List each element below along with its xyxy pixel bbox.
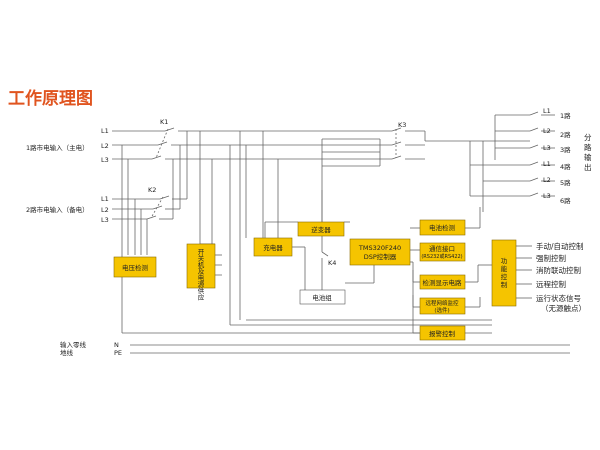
detect-display-label: 检测显示电路 (423, 278, 463, 287)
charger-label: 充电器 (263, 243, 283, 252)
function-item-remote: 远程控制 (536, 279, 566, 289)
function-item-status: 运行状态信号 (536, 293, 581, 303)
out-l3-3: L3 (543, 144, 551, 152)
neutral-code: N (114, 341, 119, 349)
switch-power-label-char: 供 (198, 286, 205, 295)
charger-box (253, 237, 293, 257)
route-5: 5路 (560, 178, 571, 187)
in1-l1: L1 (101, 127, 109, 135)
wiring (112, 111, 555, 334)
output-title-char-1: 分 (584, 133, 592, 142)
route-3: 3路 (560, 145, 571, 154)
output-title-char-3: 输 (584, 152, 592, 162)
remote-label-line2: (选件) (434, 306, 449, 314)
comm-interface-box (419, 242, 466, 262)
route-6: 6路 (560, 196, 571, 205)
out-l2-2: L2 (543, 127, 551, 135)
in2-l3: L3 (101, 216, 109, 224)
function-item-passive: （无源触点） (541, 303, 586, 313)
route-4: 4路 (560, 162, 571, 171)
switch-k1-label: K1 (160, 118, 168, 126)
in1-l3: L3 (101, 156, 109, 164)
battery-detect-box (419, 219, 466, 236)
dsp-label-line1: TMS320F240 (358, 244, 401, 252)
function-control-label-char: 控 (501, 272, 508, 281)
output-title-char-2: 路 (584, 142, 592, 152)
switch-power-label-char: 关 (198, 254, 205, 263)
inverter-box (297, 221, 345, 237)
comm-label-line2: (RS232或RS422) (421, 253, 462, 260)
switch-power-label-char: 电 (198, 273, 205, 282)
switch-power-label-char: 源 (198, 280, 205, 289)
function-item-manual: 手动/自动控制 (536, 241, 584, 251)
diagram-title: 工作原理图 (8, 88, 93, 109)
function-item-fire: 消防联动控制 (536, 265, 581, 275)
function-control-label-char: 制 (501, 280, 508, 289)
function-control-label-char: 能 (501, 264, 508, 273)
battery-box (299, 289, 346, 305)
switch-k4-label: K4 (328, 259, 336, 267)
in2-l1: L1 (101, 195, 109, 203)
switch-power-label-char: 机 (198, 260, 205, 269)
comm-label-line1: 通信接口 (429, 244, 455, 253)
switch-power-label-char: 及 (198, 268, 205, 276)
route-2: 2路 (560, 130, 571, 139)
function-item-forced: 强制控制 (536, 253, 566, 263)
earth-code: PE (114, 349, 122, 357)
voltage-detect-label: 电压检测 (122, 263, 149, 272)
out-l3-6: L3 (543, 192, 551, 200)
function-control-box (491, 239, 517, 307)
function-control-label-char: 功 (501, 257, 508, 265)
switch-power-box (186, 243, 216, 289)
output-title-char-4: 出 (584, 162, 592, 172)
switch-power-label-char: 开 (198, 248, 205, 256)
inverter-label: 逆变器 (311, 225, 331, 234)
dsp-controller-box (349, 238, 411, 266)
switch-k3-label: K3 (398, 121, 406, 129)
out-l2-5: L2 (543, 176, 551, 184)
main-input-label: 1路市电输入（主电） (26, 143, 89, 152)
in2-l2: L2 (101, 206, 109, 214)
battery-detect-label: 电池检测 (429, 223, 456, 232)
alarm-label: 报警控制 (429, 329, 456, 338)
remote-monitor-box (419, 297, 466, 315)
backup-input-label: 2路市电输入（备电） (26, 205, 89, 214)
battery-label: 电池组 (312, 293, 332, 302)
earth-label: 地线 (60, 348, 74, 357)
remote-label-line1: 远程网络监控 (425, 299, 459, 307)
dsp-label-line2: DSP控制器 (364, 252, 397, 261)
route-1: 1路 (560, 111, 571, 120)
switch-k2-label: K2 (148, 186, 156, 194)
in1-l2: L2 (101, 142, 109, 150)
alarm-control-box (419, 325, 466, 341)
component-boxes (113, 219, 517, 341)
detect-display-box (419, 274, 466, 290)
out-l1-1: L1 (543, 107, 551, 115)
out-l1-4: L1 (543, 160, 551, 168)
switch-power-label-char: 应 (198, 293, 205, 302)
voltage-detect-box (113, 256, 157, 278)
neutral-label: 输入零线 (60, 340, 87, 349)
